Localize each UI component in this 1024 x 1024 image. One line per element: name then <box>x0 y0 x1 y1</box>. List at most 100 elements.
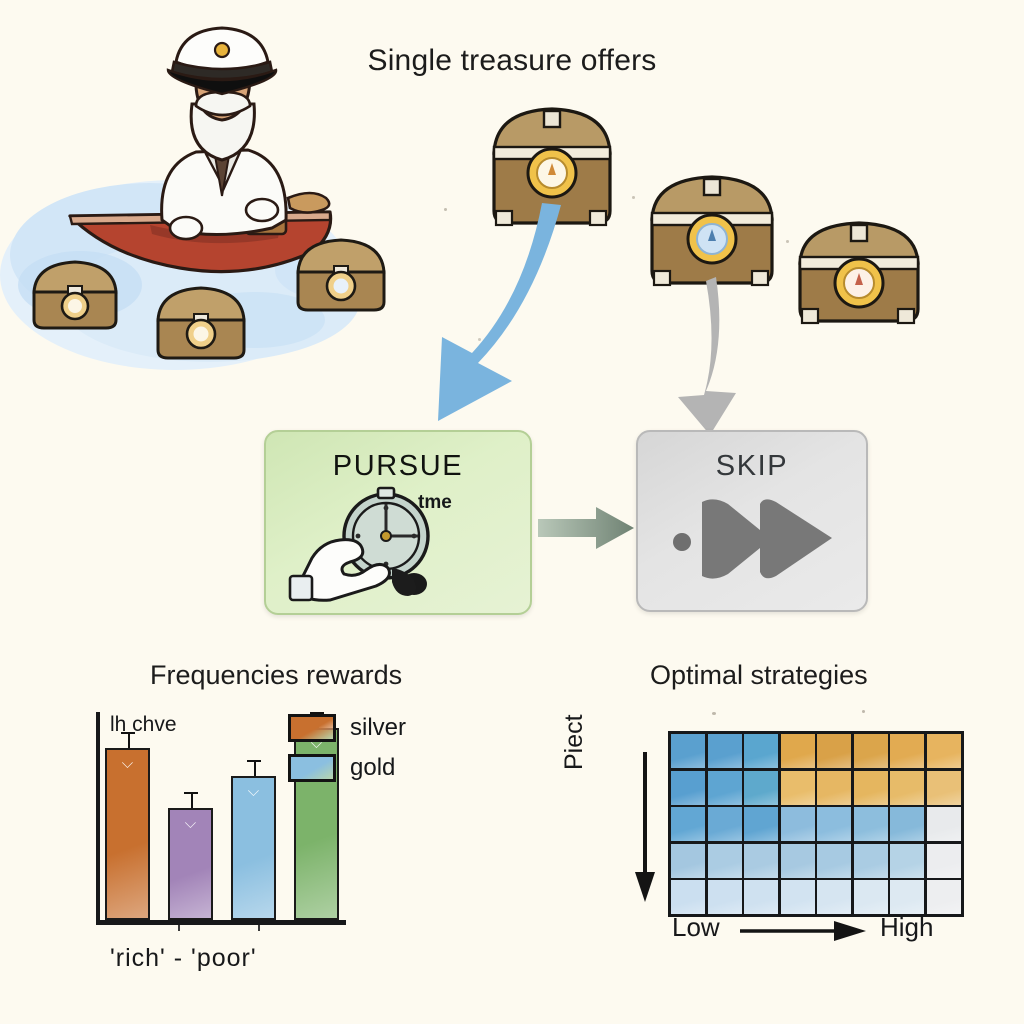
heatmap-cell-r2-c1[interactable] <box>671 770 705 805</box>
bar-chart-tick <box>178 925 180 931</box>
heatmap-cell-r3-c3[interactable] <box>744 807 778 841</box>
chest-offer-1 <box>492 107 612 227</box>
heatmap-cell-r2-c7[interactable] <box>890 770 924 805</box>
heatmap-y-arrow-icon <box>635 752 655 902</box>
heatmap-cell-r5-c6[interactable] <box>853 880 888 914</box>
pursue-to-skip-arrow-icon <box>538 507 634 549</box>
heatmap-cell-r4-c2[interactable] <box>707 843 742 878</box>
heatmap-cell-r2-c4[interactable] <box>780 770 815 805</box>
sea-captain-scene <box>0 26 386 370</box>
heatmap-cell-r3-c7[interactable] <box>890 807 924 841</box>
bar-highlight: ⌵ <box>310 735 323 752</box>
heatmap-cell-r1-c5[interactable] <box>817 734 851 768</box>
heatmap-cell-r2-c8[interactable] <box>926 770 961 805</box>
heatmap-cell-r1-c1[interactable] <box>671 734 705 768</box>
heatmap-ylabel: Piect <box>560 714 588 770</box>
bar-chart-legend: silver gold <box>288 714 406 794</box>
heatmap-cell-r5-c8[interactable] <box>926 880 961 914</box>
floating-chest-2 <box>156 286 246 360</box>
heatmap-cell-r4-c7[interactable] <box>890 843 924 878</box>
heatmap-cell-r2-c2[interactable] <box>707 770 742 805</box>
heatmap-cell-r4-c3[interactable] <box>744 843 778 878</box>
heatmap-cell-r3-c6[interactable] <box>853 807 888 841</box>
legend-label-silver: silver <box>350 714 407 741</box>
bar-chart-tick <box>258 925 260 931</box>
skip-arrow-icon <box>678 277 736 435</box>
heatmap-cell-r4-c8[interactable] <box>926 843 961 878</box>
heatmap-cell-r3-c2[interactable] <box>707 807 742 841</box>
legend-item[interactable]: gold <box>288 754 406 782</box>
legend-swatch-silver <box>288 714 336 742</box>
heatmap-cell-r1-c4[interactable] <box>780 734 815 768</box>
heatmap-x-arrow-icon <box>740 921 866 941</box>
bar-chart-x-axis <box>96 920 346 925</box>
fast-forward-arrow-icon <box>673 499 832 579</box>
heatmap-cell-r5-c3[interactable] <box>744 880 778 914</box>
legend-item[interactable]: silver <box>288 714 406 742</box>
stopwatch-in-hand-icon <box>288 486 430 602</box>
heatmap-cell-r2-c5[interactable] <box>817 770 851 805</box>
heatmap-cell-r1-c2[interactable] <box>707 734 742 768</box>
heatmap-xlabel-low: Low <box>672 912 720 942</box>
legend-label-gold: gold <box>350 754 396 781</box>
heatmap-cell-r1-c6[interactable] <box>853 734 888 768</box>
speck <box>632 196 635 199</box>
heatmap-cell-r3-c5[interactable] <box>817 807 851 841</box>
heatmap-cell-r4-c6[interactable] <box>853 843 888 878</box>
error-bar-cap <box>183 792 198 794</box>
chest-offer-2 <box>650 175 774 287</box>
treasure-offer-chests <box>492 107 920 325</box>
bar-1[interactable]: ⌵ <box>105 748 150 920</box>
pursue-label: PURSUE <box>332 450 464 482</box>
heatmap-cell-r5-c7[interactable] <box>890 880 924 914</box>
heatmap-cell-r4-c5[interactable] <box>817 843 851 878</box>
speck <box>444 208 447 211</box>
heatmap-cell-r1-c8[interactable] <box>926 734 961 768</box>
heatmap-grid[interactable] <box>668 731 964 917</box>
decision-arrows <box>438 203 736 435</box>
bar-chart-ylabel: lh chve <box>110 713 177 736</box>
bar-chart-y-axis <box>96 712 100 924</box>
heatmap-cell-r5-c4[interactable] <box>780 880 815 914</box>
bar-chart-xlabel: 'rich' - 'poor' <box>110 944 257 972</box>
bar-3[interactable]: ⌵ <box>231 776 276 920</box>
error-bar-cap <box>309 712 324 714</box>
speck <box>478 338 481 341</box>
bar-highlight: ⌵ <box>121 755 134 772</box>
heatmap-xlabel-high: High <box>880 912 934 942</box>
legend-swatch-gold <box>288 754 336 782</box>
heatmap-cell-r3-c8[interactable] <box>926 807 961 841</box>
floating-chest-3 <box>296 238 386 312</box>
heatmap-title: Optimal strategies <box>650 660 868 690</box>
figure-title: Single treasure offers <box>367 44 657 77</box>
speck <box>786 240 789 243</box>
speck <box>712 712 716 715</box>
bar-highlight: ⌵ <box>247 783 260 800</box>
skip-label: SKIP <box>715 450 789 482</box>
heatmap-cell-r5-c2[interactable] <box>707 880 742 914</box>
heatmap-cell-r2-c6[interactable] <box>853 770 888 805</box>
pursue-decision-box[interactable]: PURSUE tme <box>264 430 532 615</box>
heatmap-cell-r5-c5[interactable] <box>817 880 851 914</box>
floating-chest-1 <box>32 260 118 330</box>
heatmap-cell-r1-c3[interactable] <box>744 734 778 768</box>
captain-icon <box>160 26 288 241</box>
bar-2[interactable]: ⌵ <box>168 808 213 920</box>
skip-decision-box[interactable]: SKIP <box>636 430 868 612</box>
pursue-cost-label: tme <box>418 492 452 513</box>
bar-chart-title: Frequencies rewards <box>150 660 403 690</box>
heatmap-cell-r1-c7[interactable] <box>890 734 924 768</box>
speck <box>862 710 865 713</box>
heatmap-cell-r4-c4[interactable] <box>780 843 815 878</box>
heatmap-cell-r3-c1[interactable] <box>671 807 705 841</box>
heatmap-cell-r2-c3[interactable] <box>744 770 778 805</box>
chest-offer-3 <box>798 221 920 325</box>
bar-highlight: ⌵ <box>184 815 197 832</box>
heatmap-cell-r5-c1[interactable] <box>671 880 705 914</box>
error-bar <box>127 732 130 748</box>
heatmap-cell-r4-c1[interactable] <box>671 843 705 878</box>
heatmap-cell-r3-c4[interactable] <box>780 807 815 841</box>
error-bar <box>253 760 256 776</box>
error-bar-cap <box>246 760 261 762</box>
